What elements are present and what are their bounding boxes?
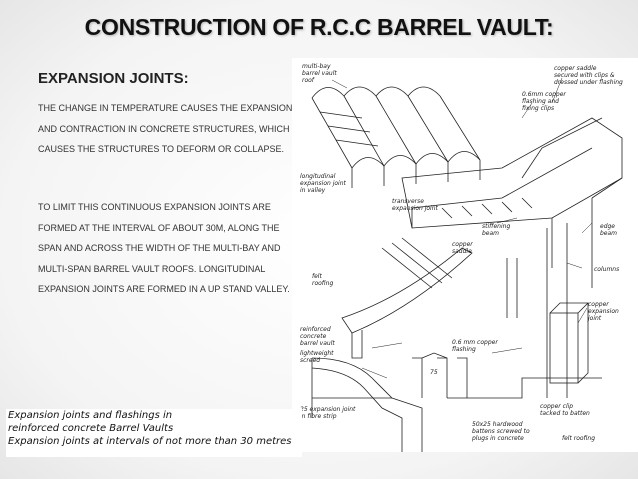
paragraph-expansion-joints: TO LIMIT THIS CONTINUOUS EXPANSION JOINT… [38, 202, 290, 295]
svg-text:expansion joint: expansion joint [300, 180, 347, 187]
svg-text:barrel vault: barrel vault [300, 340, 335, 347]
svg-text:copper: copper [588, 301, 609, 308]
svg-text:columns: columns [594, 266, 619, 273]
svg-text:multi-bay: multi-bay [302, 63, 331, 70]
svg-text:75: 75 [430, 369, 438, 376]
svg-text:expansion: expansion [588, 308, 619, 315]
svg-text:felt: felt [312, 273, 322, 280]
section-heading: EXPANSION JOINTS: [38, 70, 189, 87]
caption-line-3: Expansion joints at intervals of not mor… [8, 436, 292, 447]
svg-text:reinforced: reinforced [300, 326, 331, 333]
svg-text:expansion joint: expansion joint [392, 205, 439, 212]
figure-caption: Expansion joints and flashings in reinfo… [6, 409, 302, 457]
svg-text:50x25 hardwood: 50x25 hardwood [472, 421, 523, 428]
barrel-vault-drawing: multi-bay barrel vault roof copper saddl… [292, 58, 638, 452]
svg-text:edge: edge [600, 223, 615, 230]
svg-text:copper: copper [452, 241, 473, 248]
svg-text:copper clip: copper clip [540, 403, 573, 410]
paragraph-temperature: THE CHANGE IN TEMPERATURE CAUSES THE EXP… [38, 103, 293, 155]
svg-text:in fibre strip: in fibre strip [300, 413, 337, 420]
svg-text:secured with clips &: secured with clips & [554, 72, 615, 79]
svg-text:screed: screed [300, 357, 320, 364]
svg-text:copper saddle: copper saddle [554, 65, 597, 72]
svg-text:plugs in concrete: plugs in concrete [471, 435, 524, 442]
svg-text:0.6 mm copper: 0.6 mm copper [452, 339, 498, 346]
svg-text:tacked to batten: tacked to batten [540, 410, 590, 417]
svg-text:beam: beam [600, 230, 617, 237]
svg-text:flashing and: flashing and [522, 98, 559, 105]
svg-text:joint: joint [587, 315, 602, 322]
svg-text:dressed under flashing: dressed under flashing [554, 79, 623, 86]
svg-text:barrel vault: barrel vault [302, 70, 337, 77]
caption-line-1: Expansion joints and flashings in [8, 410, 173, 421]
svg-text:in valley: in valley [300, 187, 326, 194]
svg-text:stiffening: stiffening [482, 223, 510, 230]
slide-title: CONSTRUCTION OF R.C.C BARREL VAULT: [84, 14, 554, 40]
svg-text:lightweight: lightweight [300, 350, 334, 357]
svg-text:concrete: concrete [300, 333, 327, 340]
svg-text:flashing: flashing [452, 346, 476, 353]
svg-text:beam: beam [482, 230, 499, 237]
svg-text:saddle: saddle [452, 248, 472, 255]
svg-text:fixing clips: fixing clips [522, 105, 554, 112]
caption-line-2: reinforced concrete Barrel Vaults [8, 423, 174, 434]
svg-text:0.6mm copper: 0.6mm copper [522, 91, 566, 98]
svg-text:roof: roof [302, 77, 315, 84]
svg-text:roofing: roofing [312, 280, 333, 287]
svg-text:25 expansion joint: 25 expansion joint [300, 406, 356, 413]
svg-text:felt roofing: felt roofing [562, 435, 595, 442]
svg-text:longitudinal: longitudinal [300, 173, 336, 180]
svg-text:transverse: transverse [392, 198, 424, 205]
svg-text:battens screwed to: battens screwed to [472, 428, 530, 435]
